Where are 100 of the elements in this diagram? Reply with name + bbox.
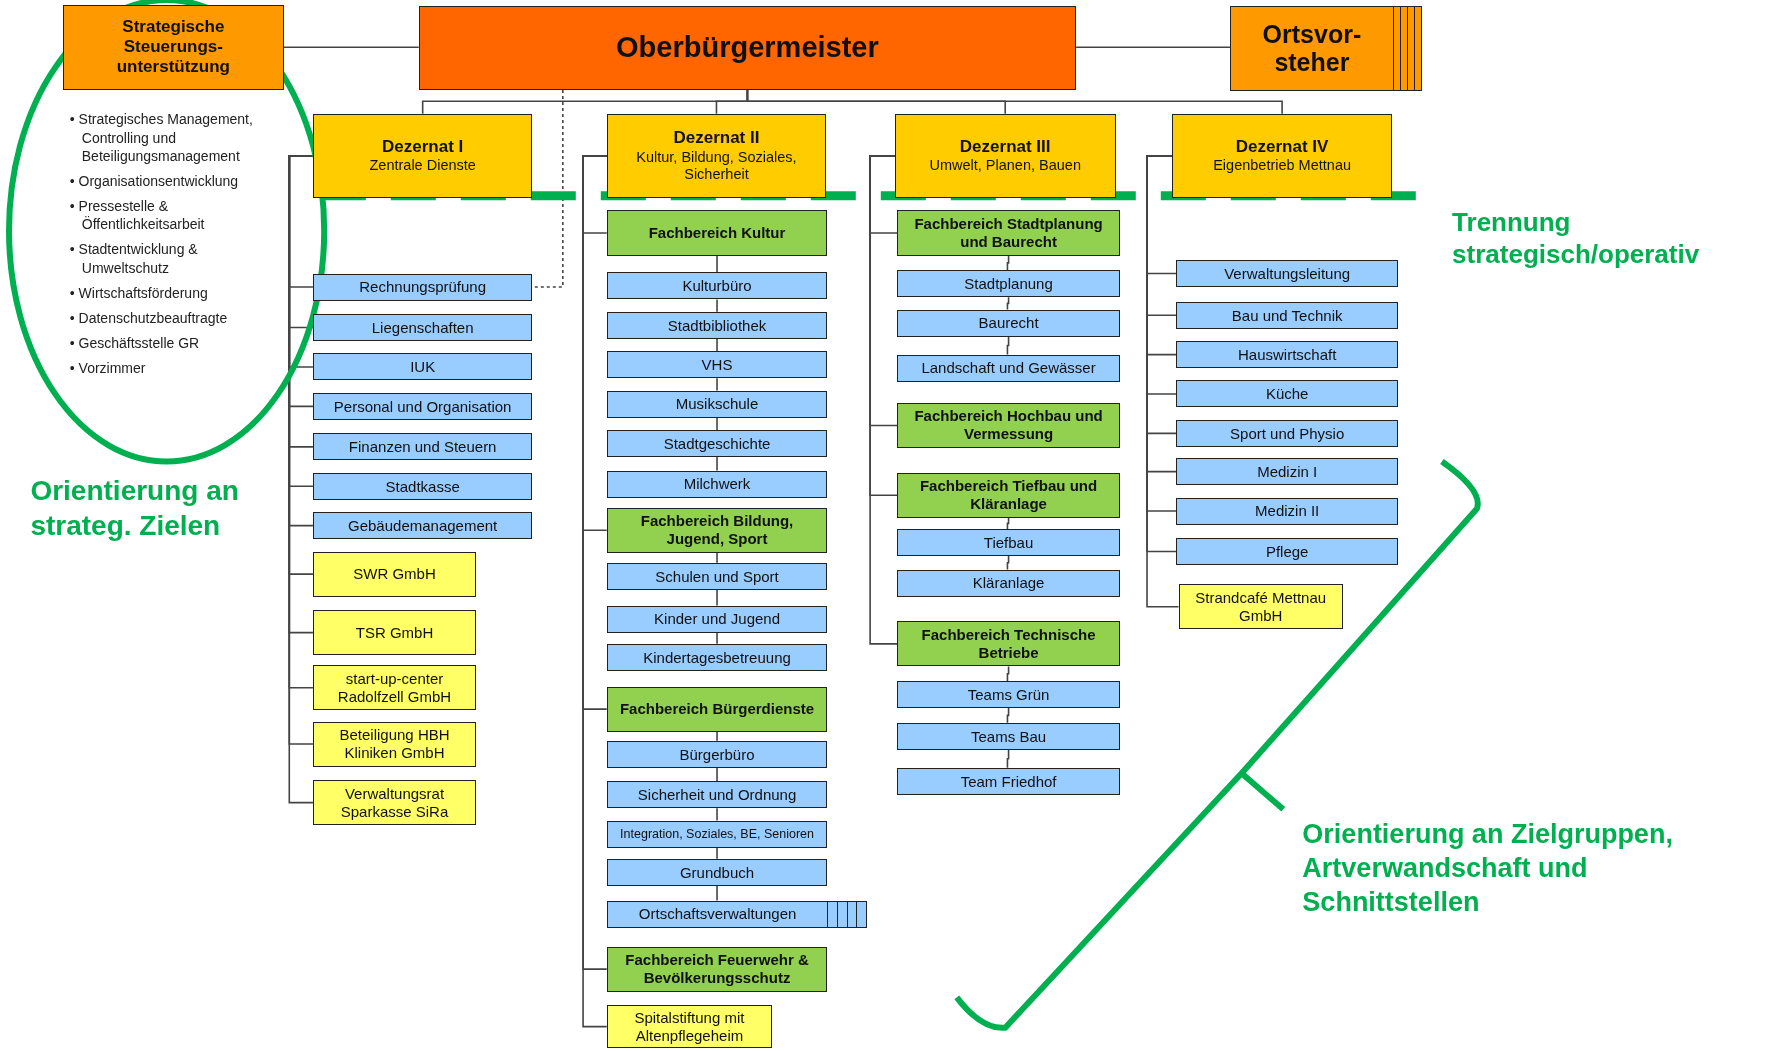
head-box [418,5,1077,91]
box-title: Dezernat II [673,128,760,149]
box-title: Dezernat III [959,137,1051,158]
department-box [312,113,533,199]
unit-box [897,529,1120,557]
company-box [312,665,477,711]
connector-line [716,254,718,274]
unit-box [606,643,828,671]
annotation-text: Trennung strategisch/operativ [1452,206,1701,271]
unit-box [897,354,1120,382]
unit-box [1176,341,1399,369]
department-box [606,113,827,199]
box-title: Bau und Technik [1231,306,1343,324]
connector-line [716,846,718,860]
box-title: Schulen und Sport [655,567,779,585]
division-box [606,946,828,992]
unit-box [897,722,1120,750]
unit-box [606,858,828,886]
unit-box [606,430,828,457]
unit-box [312,314,533,342]
division-box [897,472,1120,518]
company-box [1178,584,1343,630]
box-title: Fachbereich Bildung, Jugend, Sport [639,512,795,549]
connector-line [716,807,718,822]
box-title: Stadtplanung [964,275,1053,293]
box-title: Fachbereich Bürgerdienste [619,700,815,719]
connector-line [716,456,718,472]
connector-line [716,885,718,902]
box-title: Fachbereich Stadtplanung und Baurecht [913,215,1104,251]
bullet-item: • Stadtentwicklung & Umweltschutz [69,240,199,277]
box-title: SWR GmbH [353,565,436,584]
bullet-item: • Strategisches Management, Controlling und Beteiligungsmanagement [69,110,254,165]
company-box [312,551,477,597]
department-box [1171,113,1393,199]
connector-line [282,46,420,49]
box-title: Finanzen und Steuern [348,438,497,456]
box-title: Team Friedhof [960,772,1057,790]
box-title: Milchwerk [683,475,751,493]
connector-line [716,377,718,392]
box-title: Stadtbibliothek [667,316,767,334]
bullet-item: • Organisationsentwicklung [69,171,240,191]
unit-box [606,562,828,590]
unit-box [312,512,533,540]
box-title: Fachbereich Feuerwehr & Bevölkerungsschutz [624,951,810,988]
company-box [312,780,477,826]
department-box [894,113,1116,199]
box-title: VHS [701,356,733,374]
box-title: Medizin I [1257,463,1318,481]
box-title: Personal und Organisation [333,397,512,415]
box-title: Medizin II [1255,502,1320,520]
unit-box [312,273,533,301]
box-title: IUK [410,358,436,376]
division-box [606,686,828,732]
box-subtitle: Umwelt, Planen, Bauen [929,157,1081,175]
unit-box [1176,538,1399,566]
connector-line [716,551,718,564]
division-box [606,210,828,256]
connector-line [716,338,718,352]
box-title: Landschaft und Gewässer [921,359,1096,377]
company-box [312,721,477,767]
unit-box [312,472,533,500]
unit-box [606,272,828,300]
box-title: Sicherheit und Ordnung [637,786,797,804]
annotation-text: Orientierung an Zielgruppen, Artverwandschaft und Schnittstellen [1302,818,1674,919]
box-title: Stadtgeschichte [663,434,771,453]
unit-box [1176,497,1399,525]
box-title: Kläranlage [972,574,1045,592]
box-title: Tiefbau [983,533,1034,552]
box-title: Integration, Soziales, BE, Senioren [620,826,814,842]
connector-line [716,730,718,742]
box-title: Teams Bau [971,727,1047,745]
annotation-text: Orientierung an strateg. Zielen [30,473,240,543]
connector-line [716,298,718,313]
unit-box [897,767,1120,795]
unit-box [897,681,1120,708]
staff-box [1230,5,1422,92]
box-title: Fachbereich Kultur [648,224,786,242]
box-subtitle: Eigenbetrieb Mettnau [1213,157,1351,175]
box-title: Pflege [1265,542,1309,561]
unit-box [312,392,533,420]
bullet-item: • Vorzimmer [69,359,147,378]
unit-box [897,309,1120,337]
box-title: Musikschule [675,395,759,413]
bullet-item: • Wirtschaftsförderung [69,283,209,302]
box-title: Kindertagesbetreuung [643,648,791,666]
unit-box [897,270,1120,298]
connector-line [746,89,1283,115]
box-title: start-up-center Radolfzell GmbH [336,669,453,706]
box-title: Fachbereich Technische Betriebe [920,625,1097,662]
connector-line [1006,335,1010,356]
box-title: Strategische Steuerungs- unterstützung [115,16,231,78]
connector-line [716,766,718,782]
box-title: Ortschaftsverwaltungen [638,905,797,923]
box-subtitle: Kultur, Bildung, Soziales, Sicherheit [635,148,798,184]
box-subtitle: Zentrale Dienste [369,157,476,175]
box-title: Stadtkasse [385,477,460,495]
box-title: Hauswirtschaft [1237,345,1337,364]
box-title: Fachbereich Tiefbau und Kläranlage [918,477,1099,514]
unit-box [1176,380,1399,408]
connector-line [869,155,898,645]
